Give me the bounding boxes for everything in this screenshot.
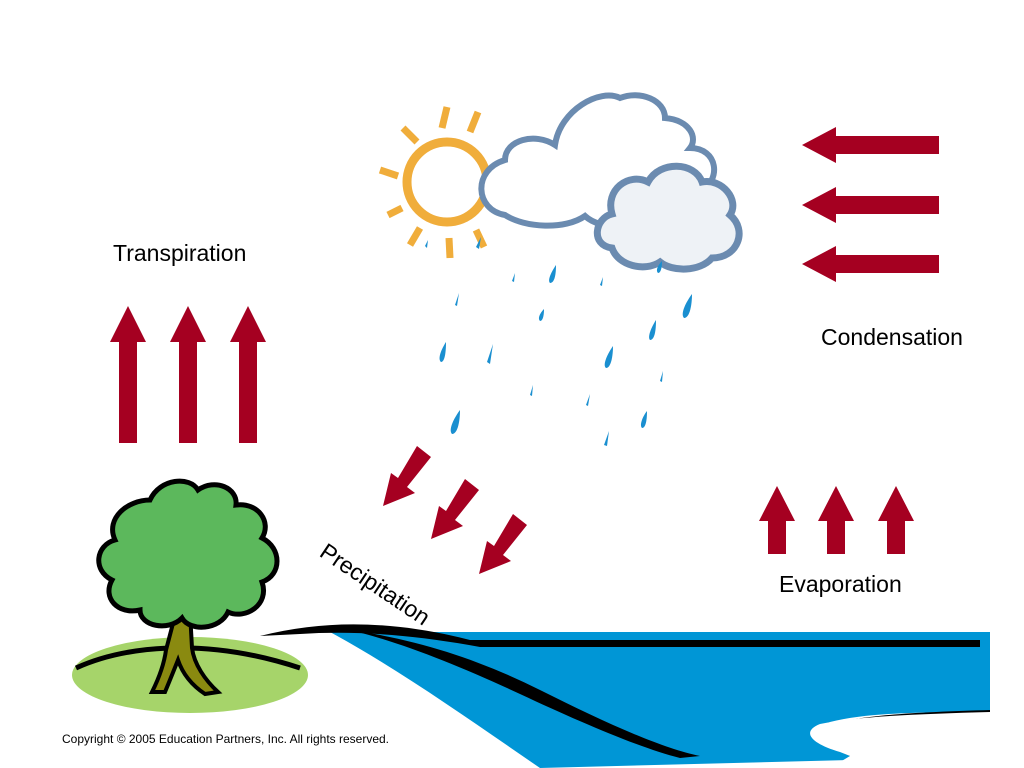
tree-icon [72,478,308,713]
arrow-down-left-icon [383,446,431,506]
raindrop-icon [530,385,533,396]
arrow-up-icon [170,306,206,443]
raindrop-icon [425,240,428,248]
tree-foliage [96,478,280,630]
arrow-left-icon [802,187,939,223]
raindrop-icon [604,431,609,446]
arrow-left-icon [802,246,939,282]
condensation-arrows [802,127,939,282]
water-body [260,624,1024,768]
arrow-left-icon [802,127,939,163]
sun-icon [378,106,492,259]
raindrop-icon [640,411,647,428]
copyright-notice: Copyright © 2005 Education Partners, Inc… [62,732,390,746]
transpiration-label: Transpiration [113,240,247,266]
raindrop-icon [476,237,481,249]
raindrop-icon [450,410,460,434]
raindrop-icon [604,346,613,368]
raindrop-icon [660,371,663,382]
arrow-up-icon [818,486,854,554]
raindrop-icon [487,344,493,364]
rain-drops [425,237,692,446]
raindrop-icon [600,277,603,286]
arrow-up-icon [759,486,795,554]
cloud-front-icon [593,162,743,273]
evaporation-arrows [759,486,914,554]
raindrop-icon [455,293,459,306]
raindrop-icon [512,273,515,282]
arrow-up-icon [230,306,266,443]
raindrop-icon [682,294,692,318]
arrow-up-icon [110,306,146,443]
precipitation-arrows [383,446,527,574]
raindrop-icon [439,342,446,362]
evaporation-label: Evaporation [779,571,902,597]
tree-trunk [148,610,223,697]
transpiration-arrows [110,306,266,443]
raindrop-icon [538,309,544,321]
raindrop-icon [656,261,662,273]
raindrop-icon [586,394,590,406]
arrow-up-icon [878,486,914,554]
raindrop-icon [649,320,656,340]
arrow-down-left-icon [431,479,479,539]
condensation-label: Condensation [821,324,963,350]
raindrop-icon [549,265,556,283]
arrow-down-left-icon [479,514,527,574]
